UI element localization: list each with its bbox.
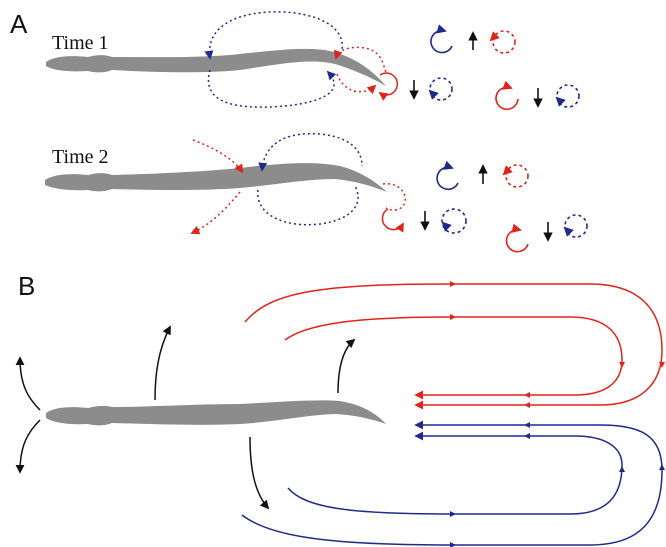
panel-letter-a: A [10, 9, 28, 39]
time1-vortex [378, 72, 399, 101]
red-flow-lines [244, 283, 663, 410]
fish-time1 [46, 48, 386, 86]
time2-vortex [381, 208, 404, 233]
time2-flow [190, 132, 406, 235]
blue-mid-arrows [450, 422, 665, 547]
panel-letter-b: B [18, 271, 35, 301]
legend-t1-row3 [495, 80, 580, 111]
legend-t2-row2 [420, 208, 467, 234]
legend-t1-row2 [409, 77, 453, 101]
legend-t2-row3 [505, 214, 588, 253]
time1-flow [204, 11, 387, 108]
fish-time2 [45, 163, 387, 192]
red-mid-arrows [450, 281, 665, 408]
legend-t1-row1 [430, 24, 516, 54]
legend-t2-row1 [436, 160, 529, 191]
time-label-2: Time 2 [52, 146, 109, 168]
black-arrows [15, 325, 356, 510]
blue-flow-lines [241, 420, 663, 546]
fish-panel-b [46, 400, 386, 426]
time-label-1: Time 1 [52, 32, 109, 54]
